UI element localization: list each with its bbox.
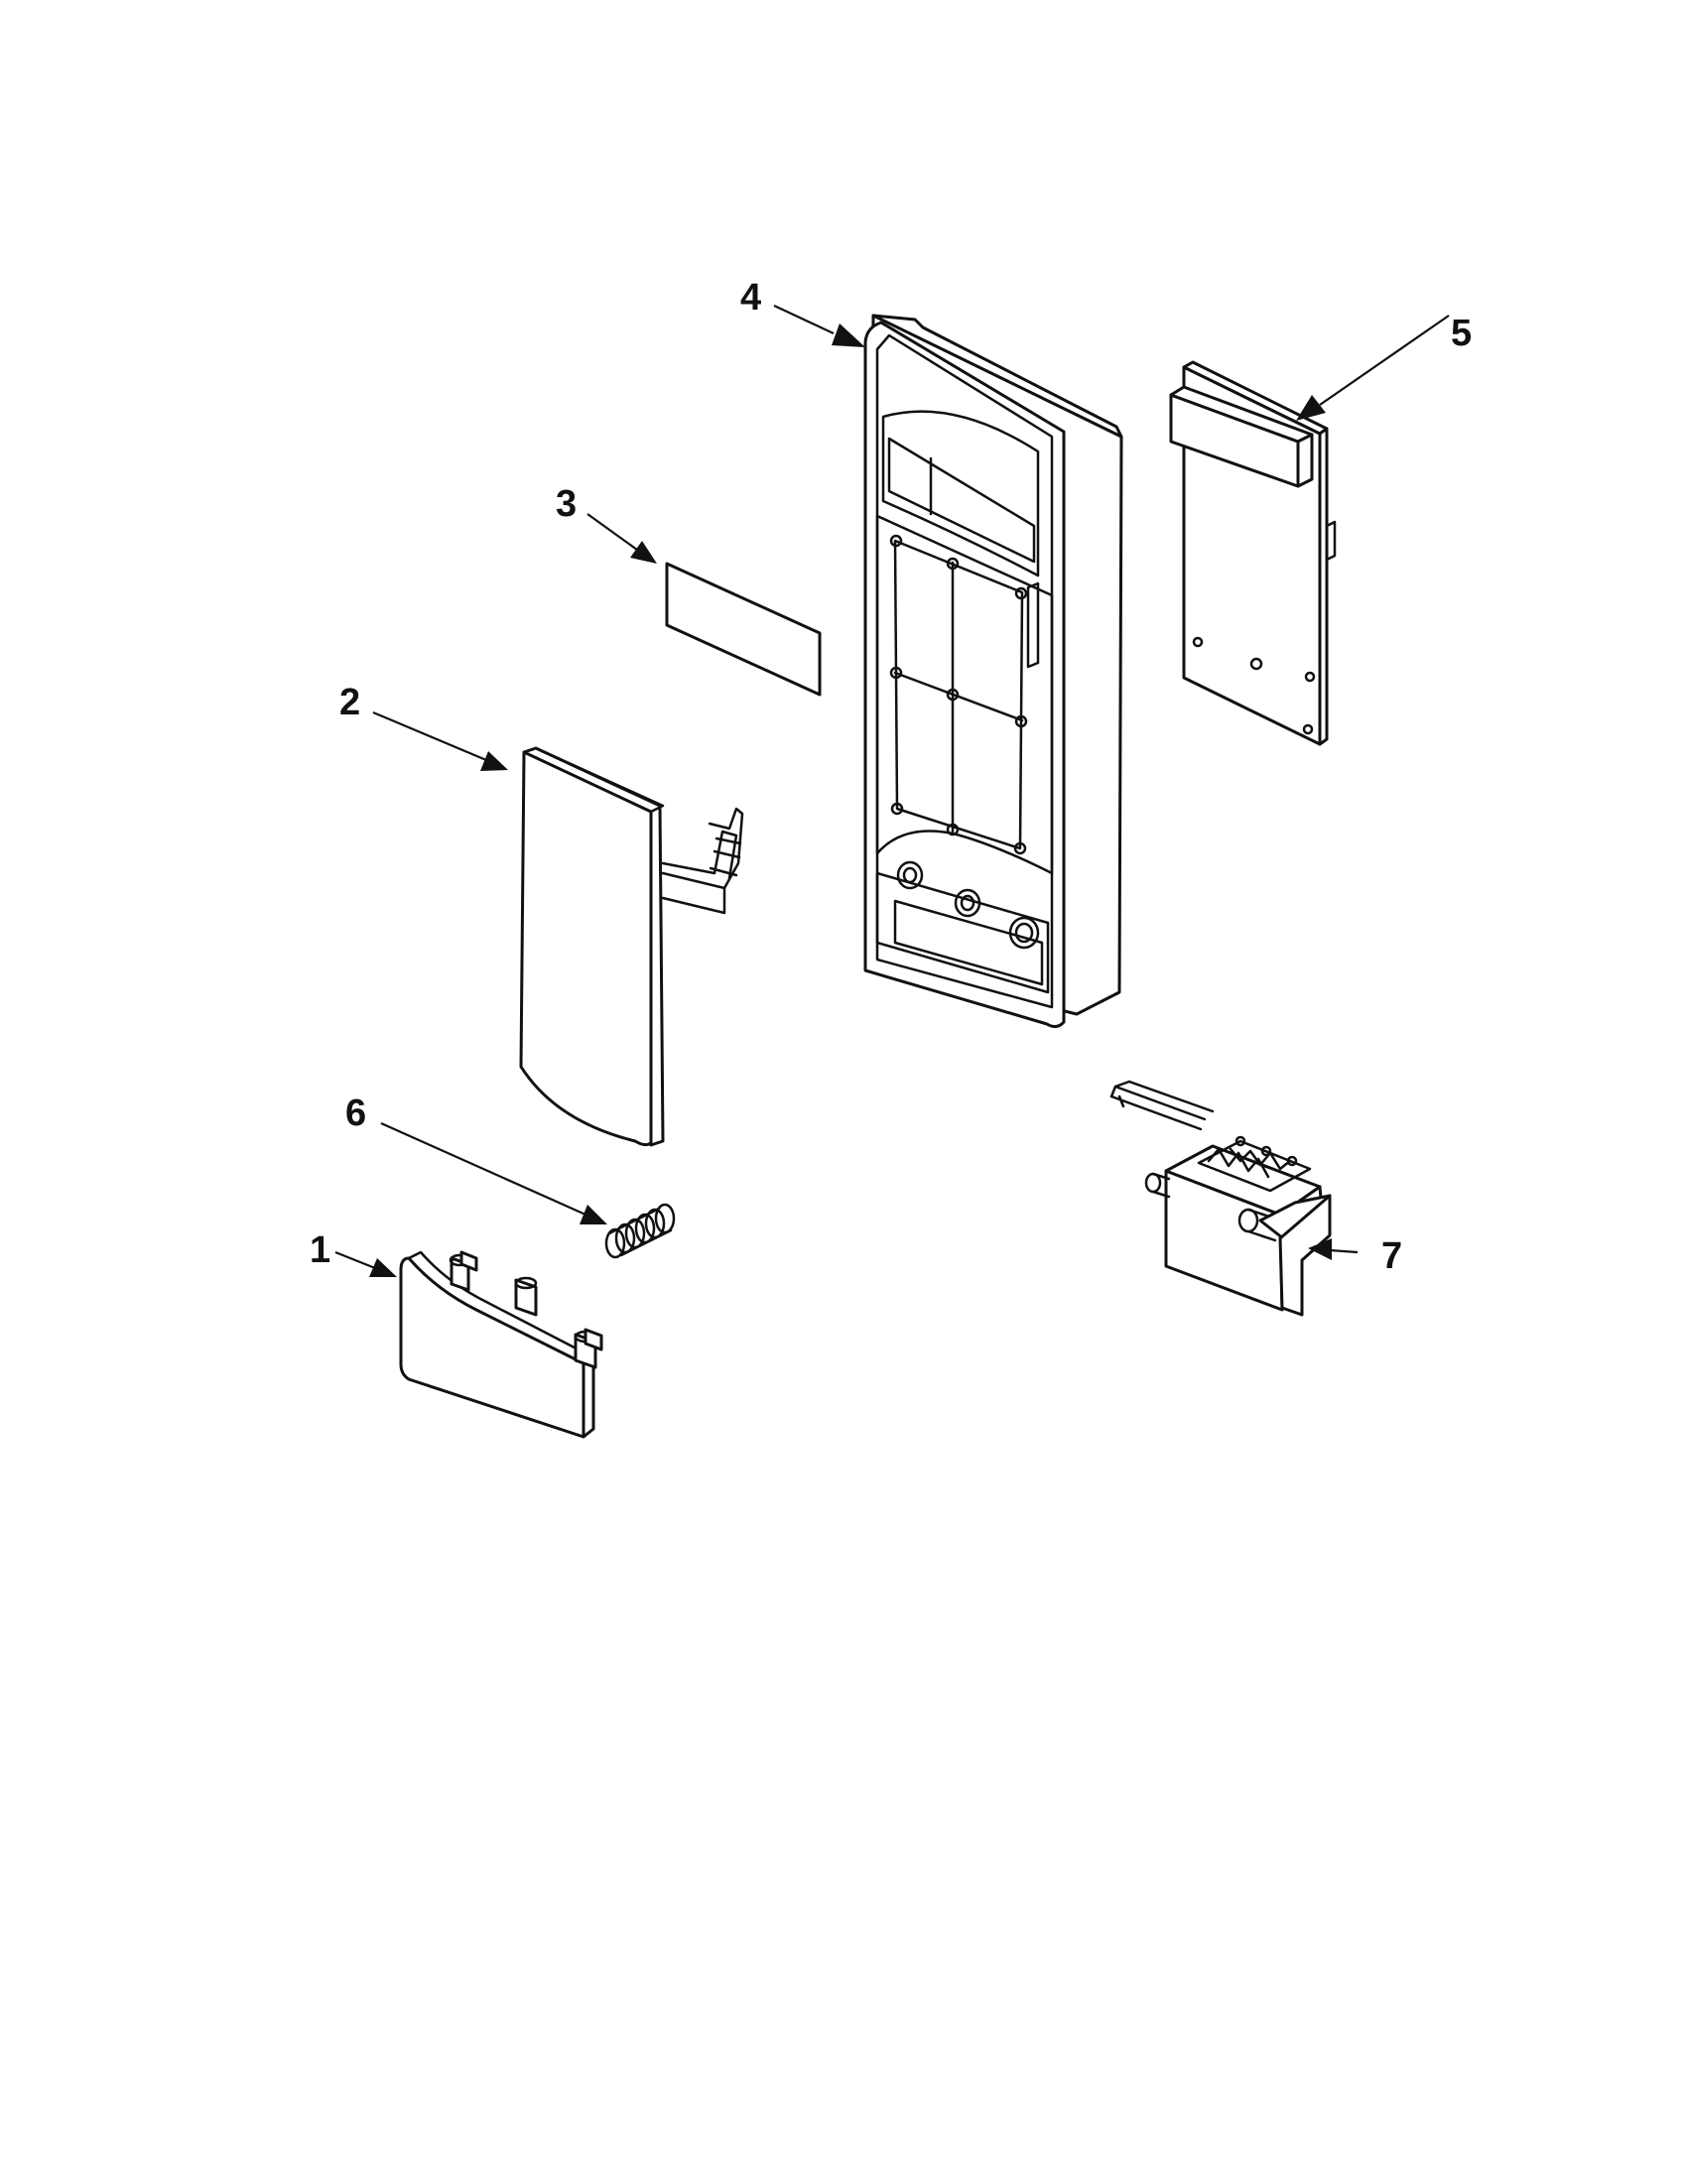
part-3-label [665,562,822,697]
callout-label-1: 1 [310,1229,330,1271]
callout-label-5: 5 [1451,313,1472,354]
leader-line-1 [334,1250,397,1277]
leader-line-4 [773,305,865,347]
leader-line-2 [372,710,508,771]
part-5-control-board [1169,360,1337,746]
callout-label-7: 7 [1381,1235,1402,1277]
part-6-spring [604,1203,676,1259]
part-2-door-panel [519,746,744,1147]
callout-label-4: 4 [740,277,761,319]
part-7-latch-assembly [1109,1080,1332,1317]
part-1-push-button [399,1250,603,1439]
callout-label-3: 3 [556,483,577,525]
leader-line-3 [586,513,657,564]
leader-line-5 [1296,315,1450,421]
part-4-control-panel [863,314,1123,1029]
callout-label-6: 6 [345,1092,366,1134]
callout-label-2: 2 [339,682,360,723]
leader-line-6 [380,1121,607,1224]
leader-line-7 [1308,1238,1359,1260]
